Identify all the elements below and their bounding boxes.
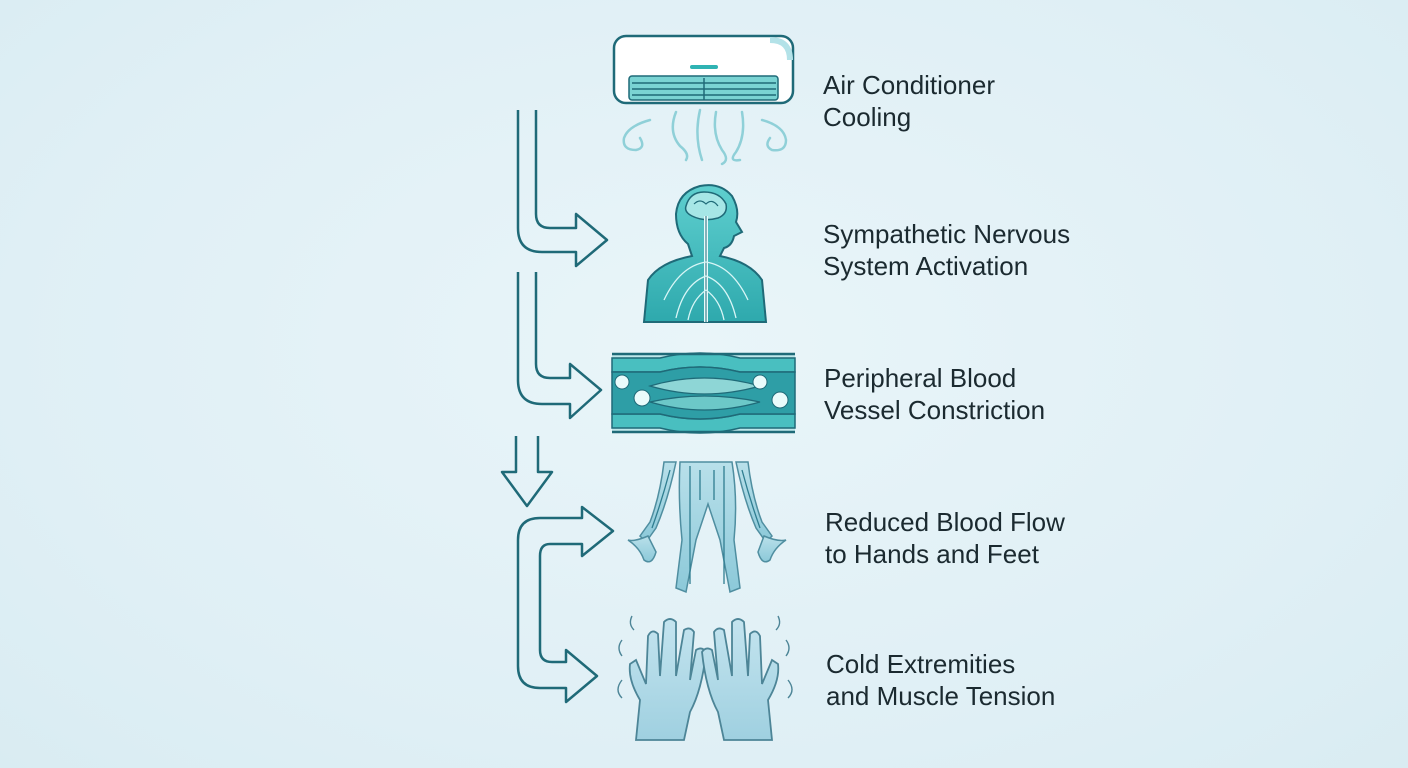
step-3-line-2: Vessel Constriction <box>824 395 1046 425</box>
circulation-body-icon <box>627 461 787 594</box>
step-label-1: Air Conditioner Cooling <box>823 69 995 133</box>
step-label-4: Reduced Blood Flow to Hands and Feet <box>825 506 1065 570</box>
step-5-line-1: Cold Extremities <box>826 649 1016 679</box>
flow-arrow-1 <box>516 110 609 268</box>
flow-arrow-2 <box>516 272 603 420</box>
nervous-system-figure-icon <box>642 184 768 323</box>
air-conditioner-icon <box>612 34 795 105</box>
step-2-line-1: Sympathetic Nervous <box>823 219 1071 249</box>
step-1-line-1: Air Conditioner <box>823 70 995 100</box>
step-label-5: Cold Extremities and Muscle Tension <box>826 648 1055 712</box>
cold-air-flow-icon <box>622 108 788 166</box>
step-2-line-2: System Activation <box>823 251 1029 281</box>
flow-arrow-3 <box>500 436 554 508</box>
blood-vessel-icon <box>611 352 796 434</box>
step-label-2: Sympathetic Nervous System Activation <box>823 218 1070 282</box>
cold-hands-icon <box>617 615 793 741</box>
step-1-line-2: Cooling <box>823 102 912 132</box>
step-label-3: Peripheral Blood Vessel Constriction <box>824 362 1045 426</box>
flow-arrow-4 <box>516 505 615 704</box>
step-4-line-2: to Hands and Feet <box>825 539 1039 569</box>
step-5-line-2: and Muscle Tension <box>826 681 1056 711</box>
step-4-line-1: Reduced Blood Flow <box>825 507 1065 537</box>
step-3-line-1: Peripheral Blood <box>824 363 1017 393</box>
